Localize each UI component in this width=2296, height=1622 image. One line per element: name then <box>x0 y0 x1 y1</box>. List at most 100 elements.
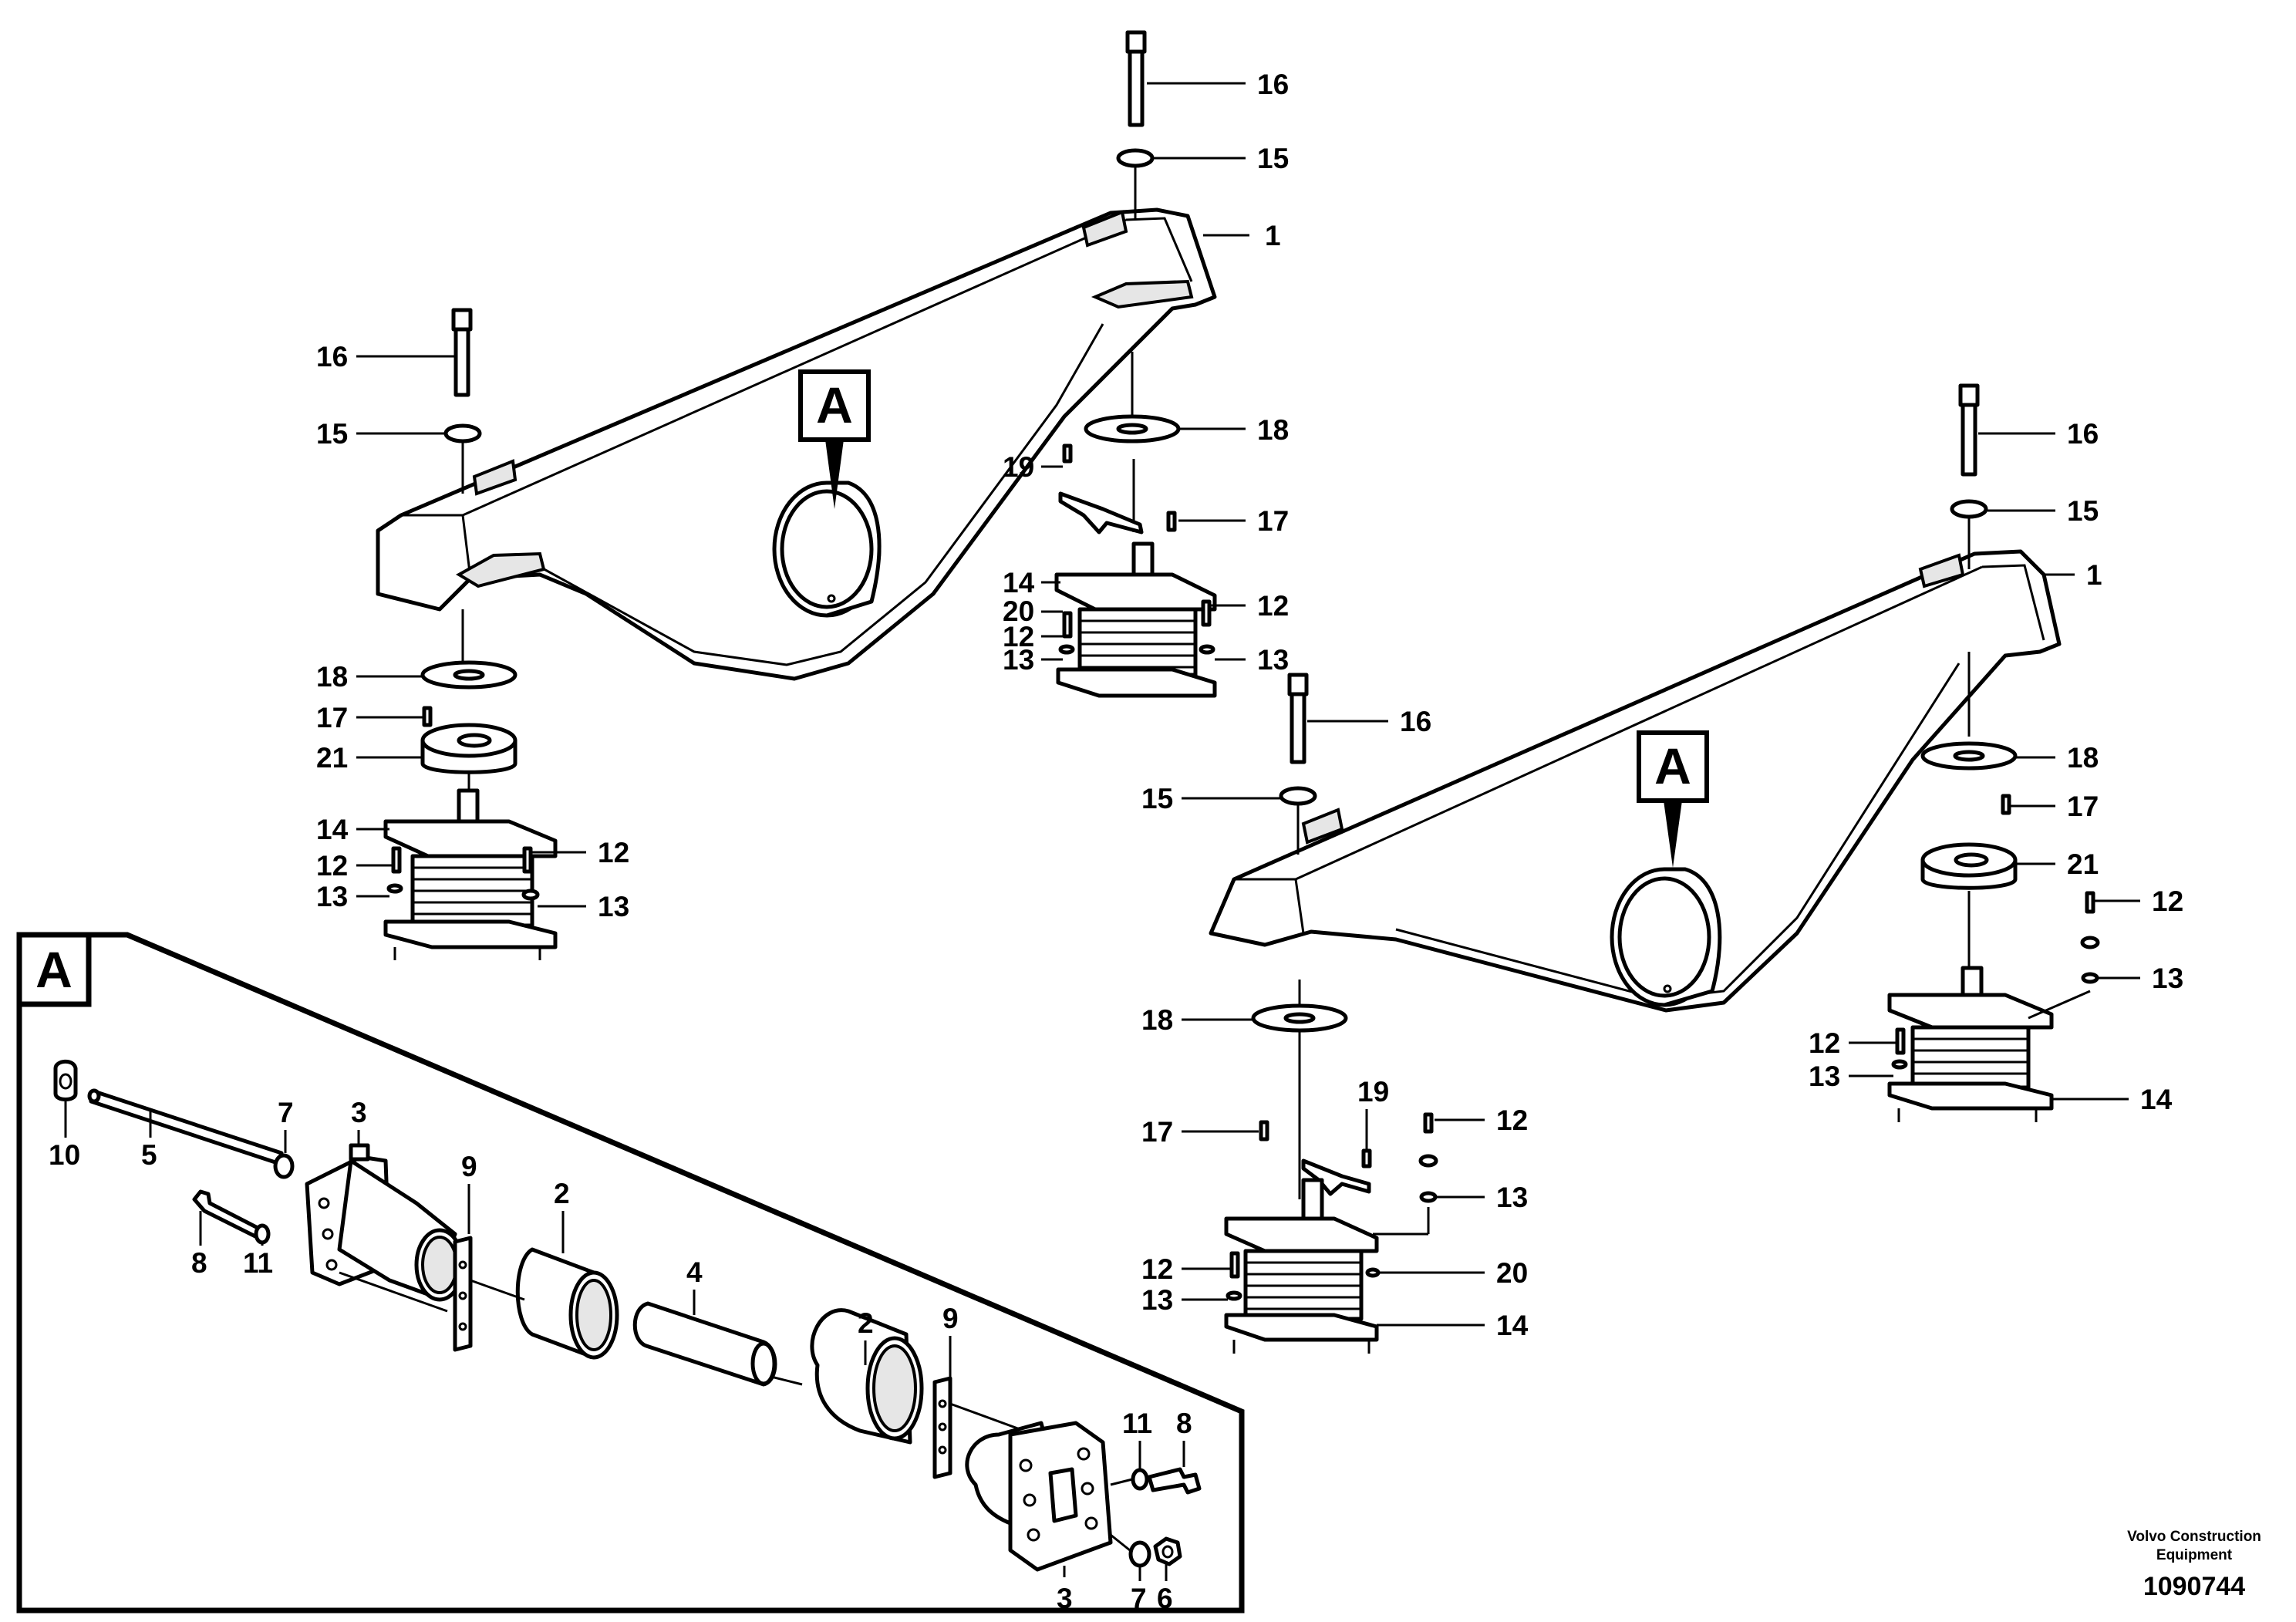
label-6: 6 <box>1157 1583 1173 1614</box>
label-14: 14 <box>1496 1310 1529 1341</box>
label-2: 2 <box>858 1307 874 1339</box>
label-9: 9 <box>942 1303 959 1334</box>
label-13: 13 <box>316 881 348 912</box>
frame-top-pad <box>1918 553 1965 588</box>
label-20: 20 <box>1003 595 1034 627</box>
label-13: 13 <box>2152 963 2183 994</box>
detail-callout-a: A <box>798 369 871 509</box>
label-12: 12 <box>1003 621 1034 653</box>
bracket-19 <box>1058 491 1144 534</box>
detail-callout-a: A <box>1637 730 1709 868</box>
frame-left-assembly <box>376 207 1217 681</box>
label-3: 3 <box>351 1097 367 1128</box>
label-10: 10 <box>49 1139 80 1171</box>
detail-a-panel: A <box>16 932 1245 1614</box>
label-13: 13 <box>1809 1061 1840 1092</box>
label-13: 13 <box>1496 1182 1528 1213</box>
label-8: 8 <box>191 1247 207 1279</box>
label-12: 12 <box>1809 1027 1840 1059</box>
label-17: 17 <box>1141 1116 1173 1148</box>
rubber-mount-14 <box>383 819 558 858</box>
publisher-line-2: Equipment <box>2156 1547 2233 1563</box>
drawing-number: 1090744 <box>2143 1572 2245 1601</box>
label-21: 21 <box>316 742 348 774</box>
mount-right-rear <box>1887 652 2100 1122</box>
mount-right-front <box>1224 980 1438 1354</box>
label-18: 18 <box>1257 414 1289 446</box>
washer-15 <box>1116 148 1155 168</box>
detail-a-letter: A <box>35 941 72 998</box>
label-12: 12 <box>316 850 348 882</box>
label-15: 15 <box>2067 495 2099 527</box>
label-1: 1 <box>1265 220 1281 251</box>
label-14: 14 <box>1003 567 1035 599</box>
washer-11 <box>1131 1468 1149 1491</box>
label-7: 7 <box>278 1097 294 1128</box>
bolt-16-right-mid <box>1279 673 1317 855</box>
publisher-line-1: Volvo Construction <box>2127 1529 2261 1545</box>
label-18: 18 <box>1141 1004 1173 1036</box>
washer-7 <box>273 1153 295 1179</box>
callout-letter: A <box>1654 737 1691 794</box>
label-4: 4 <box>686 1256 703 1288</box>
label-9: 9 <box>461 1151 477 1182</box>
label-14: 14 <box>316 814 349 845</box>
frame-beam-right <box>1209 549 2062 1013</box>
washer-15 <box>443 423 482 443</box>
label-16: 16 <box>2067 418 2099 450</box>
rubber-mount-14 <box>1224 1216 1379 1253</box>
label-16: 16 <box>1400 706 1431 737</box>
label-12: 12 <box>1141 1253 1173 1285</box>
label-20: 20 <box>1496 1257 1528 1289</box>
plate-9 <box>932 1376 952 1479</box>
frame-end-pad <box>1091 279 1194 309</box>
label-13: 13 <box>1141 1284 1173 1316</box>
label-17: 17 <box>2067 791 2099 822</box>
label-17: 17 <box>1257 505 1289 537</box>
rubber-mount-14 <box>1887 993 2054 1030</box>
callout-letter: A <box>816 376 853 433</box>
frame-end-pad <box>456 551 546 588</box>
plug-10 <box>53 1059 78 1101</box>
label-19: 19 <box>1003 451 1034 483</box>
label-13: 13 <box>598 891 629 922</box>
washer-15 <box>1950 499 1988 519</box>
label-12: 12 <box>1496 1104 1528 1136</box>
label-15: 15 <box>316 418 348 450</box>
label-11: 11 <box>243 1247 273 1279</box>
label-17: 17 <box>316 702 348 733</box>
bolt-8 <box>192 1189 265 1240</box>
label-11: 11 <box>1122 1408 1152 1439</box>
label-18: 18 <box>2067 742 2099 774</box>
bolt-8 <box>1147 1467 1202 1495</box>
label-16: 16 <box>1257 69 1289 100</box>
frame-right-assembly <box>1209 549 2062 1013</box>
label-16: 16 <box>316 341 348 373</box>
mount-left-rear <box>1054 352 1217 698</box>
label-2: 2 <box>554 1178 570 1209</box>
label-1: 1 <box>2086 559 2102 591</box>
washer-11 <box>254 1223 271 1245</box>
label-13: 13 <box>1003 644 1034 676</box>
frame-top-pad <box>1301 808 1344 845</box>
label-7: 7 <box>1131 1583 1147 1614</box>
callout-labels: 16 15 1 16 15 18 19 17 14 20 12 13 12 13… <box>49 69 2183 1614</box>
label-21: 21 <box>2067 848 2099 880</box>
label-19: 19 <box>1357 1076 1389 1108</box>
label-18: 18 <box>316 661 348 693</box>
label-8: 8 <box>1176 1408 1192 1439</box>
bracket-19 <box>1301 1158 1371 1196</box>
bolt-16-right-top <box>1950 383 1988 569</box>
label-15: 15 <box>1141 783 1173 814</box>
bolt-16-left <box>443 308 482 494</box>
nut-6 <box>1153 1536 1182 1566</box>
label-12: 12 <box>598 837 629 868</box>
label-15: 15 <box>1257 143 1289 174</box>
label-12: 12 <box>2152 885 2183 917</box>
label-14: 14 <box>2140 1084 2173 1115</box>
label-5: 5 <box>141 1139 157 1171</box>
washer-15 <box>1279 786 1317 806</box>
bolt-16-top <box>1116 30 1155 220</box>
label-3: 3 <box>1057 1583 1073 1614</box>
